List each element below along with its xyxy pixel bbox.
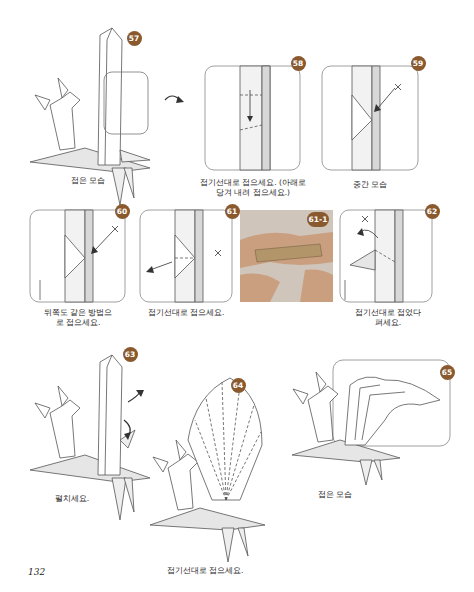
callout-number: 58 — [291, 56, 306, 71]
callout-number: 60 — [115, 204, 130, 219]
callout-number: 62 — [425, 204, 440, 219]
callout-number: 59 — [411, 56, 426, 71]
page-number: 132 — [28, 567, 45, 577]
callout-number: 61-1 — [307, 212, 330, 227]
callout-number: 61 — [225, 204, 240, 219]
callout-number: 65 — [440, 365, 455, 380]
callout-number: 63 — [123, 347, 138, 362]
step-caption: 접기선대로 접으세요. — [141, 308, 231, 318]
callout-number: 64 — [231, 378, 246, 393]
step-caption: 중간 모습 — [335, 180, 405, 190]
step-caption: 접은 모습 — [58, 176, 118, 186]
callout-number: 57 — [127, 31, 142, 46]
step-caption: 접기선대로 접으세요. (아래로 당겨 내려 접으세요.) — [198, 178, 308, 198]
step-caption: 접기선대로 접었다 펴세요. — [353, 308, 423, 328]
step-caption: 펼치세요. — [42, 494, 102, 504]
step-caption: 접기선대로 접으세요. — [155, 566, 255, 576]
step-caption: 뒤쪽도 같은 방법으로 접으세요. — [43, 308, 113, 328]
step-caption: 접은 모습 — [305, 490, 365, 500]
